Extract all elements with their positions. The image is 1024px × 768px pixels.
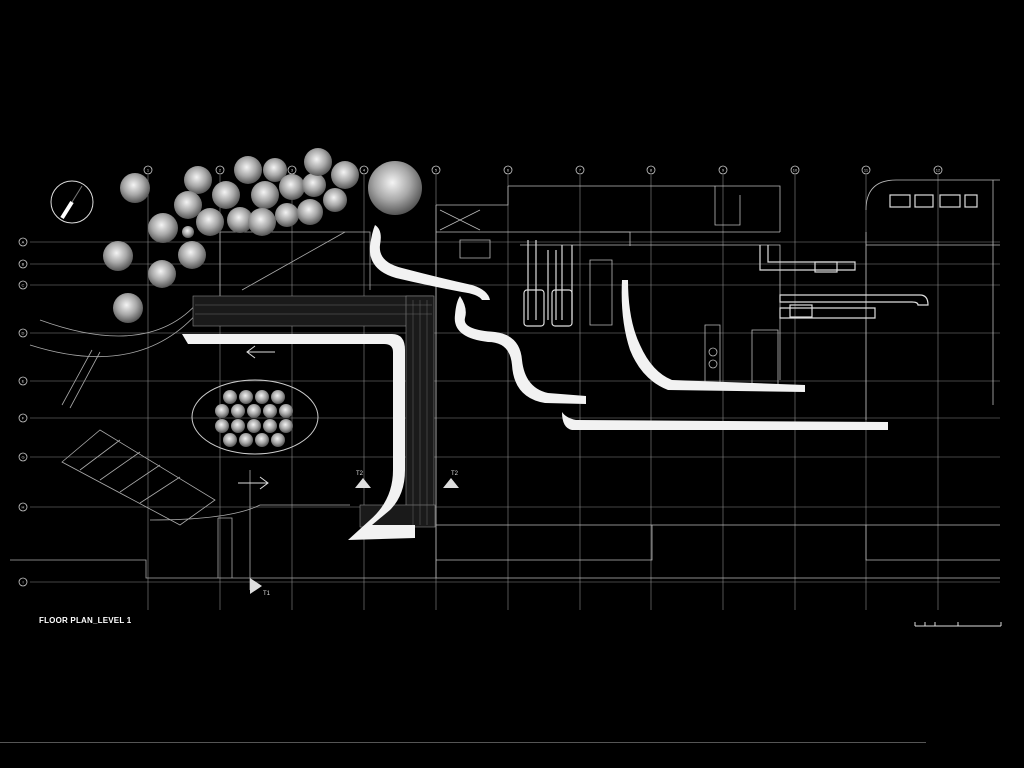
section-marker-icon xyxy=(250,478,459,594)
col-label: 9 xyxy=(722,168,725,173)
courtyard-lines xyxy=(10,231,436,590)
section-label: T1 xyxy=(263,591,271,597)
row-label: F xyxy=(22,416,25,421)
walkway-paths xyxy=(182,225,888,540)
section-label: T2 xyxy=(451,471,459,477)
north-arrow-icon xyxy=(50,180,94,224)
section-label: T2 xyxy=(356,471,364,477)
tree-canopy-group xyxy=(103,148,422,323)
row-label: B xyxy=(22,262,25,267)
row-label: A xyxy=(22,240,25,245)
col-label: 4 xyxy=(363,168,366,173)
building-outline xyxy=(435,179,1000,579)
col-label: 2 xyxy=(219,168,222,173)
row-label: H xyxy=(22,505,25,510)
row-label: E xyxy=(22,379,25,384)
row-label: D xyxy=(22,331,25,336)
row-label: C xyxy=(22,283,25,288)
direction-arrow-icon xyxy=(246,345,275,359)
col-label: 5 xyxy=(435,168,438,173)
col-label: 6 xyxy=(507,168,510,173)
row-markers xyxy=(18,237,28,587)
duct-systems xyxy=(523,194,978,327)
direction-arrow-icon xyxy=(238,476,269,490)
col-label: 1 xyxy=(147,168,150,173)
column-markers xyxy=(143,165,943,175)
col-label: 12 xyxy=(936,168,941,173)
col-label: 10 xyxy=(793,168,798,173)
grid-lines xyxy=(30,175,1000,610)
drawing-title: FLOOR PLAN_LEVEL 1 xyxy=(39,616,132,625)
col-label: 3 xyxy=(291,168,294,173)
scale-bar xyxy=(914,622,1002,627)
row-label: I xyxy=(22,580,23,585)
tree-grove-oval xyxy=(191,379,319,455)
col-label: 11 xyxy=(864,168,869,173)
col-label: 7 xyxy=(579,168,582,173)
bottom-divider xyxy=(0,742,926,743)
col-label: 8 xyxy=(650,168,653,173)
row-label: G xyxy=(21,455,24,460)
